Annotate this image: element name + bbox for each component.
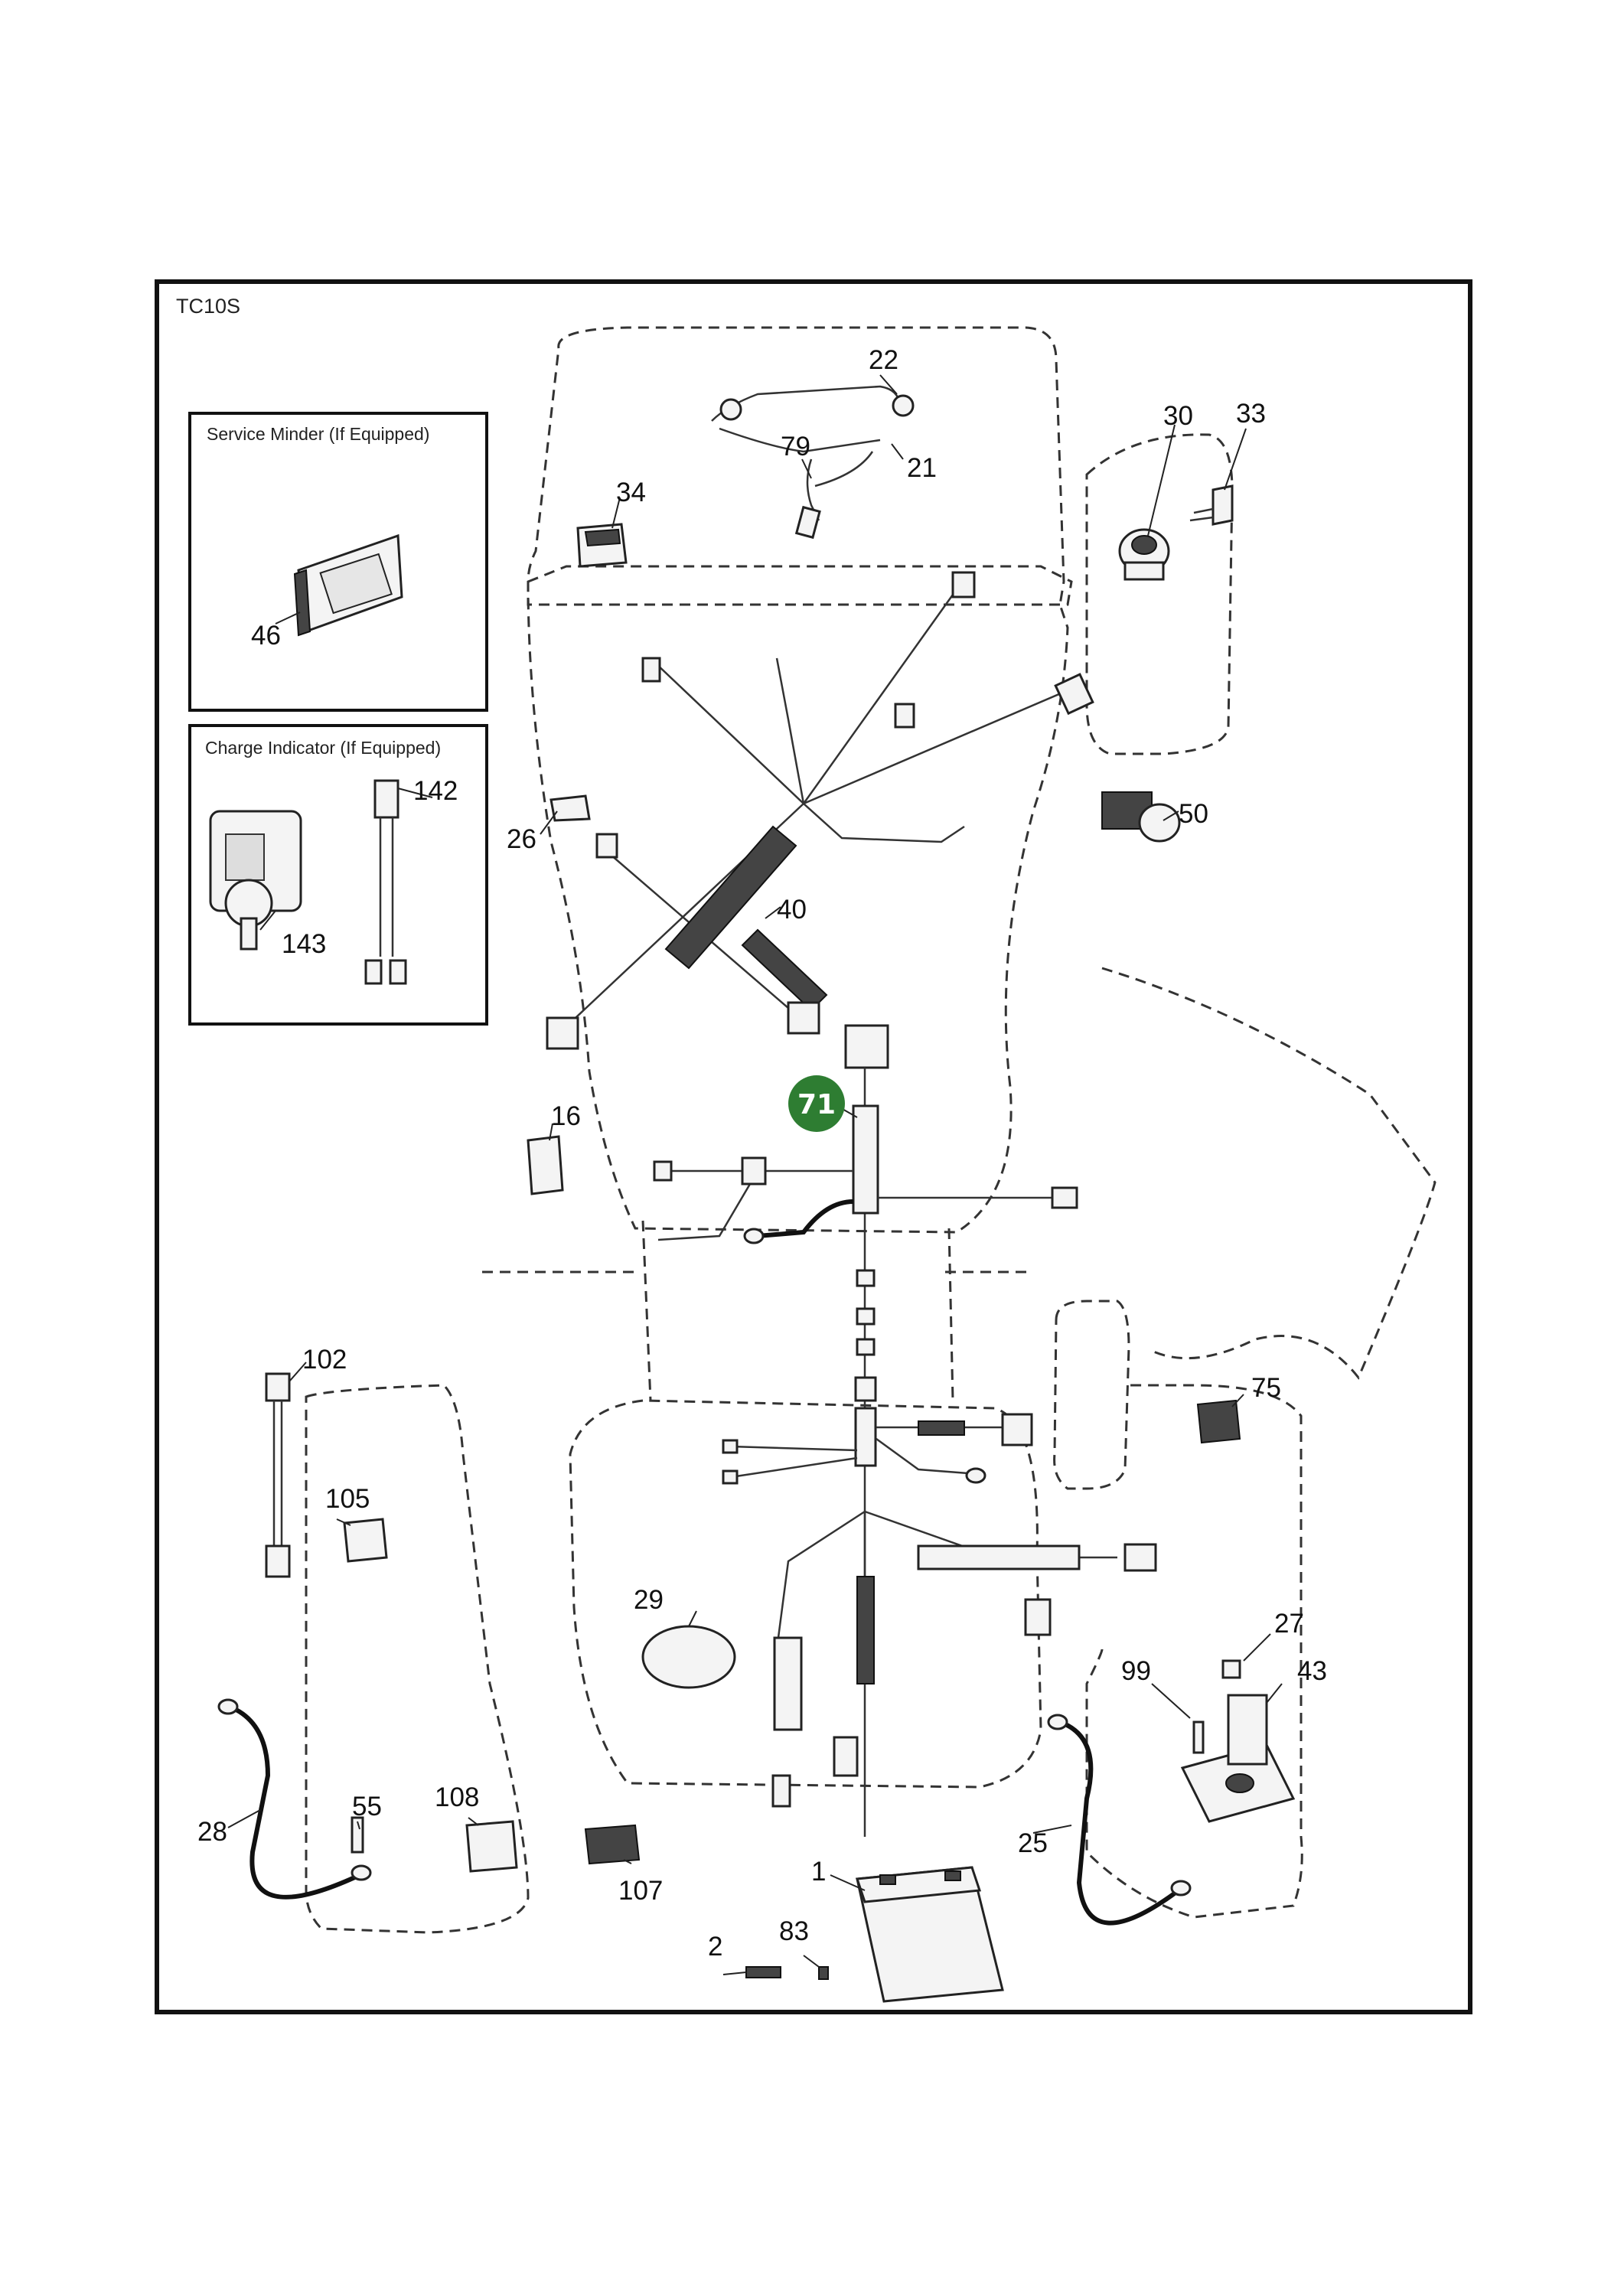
part-25-cable — [1058, 1720, 1180, 1926]
callout-27: 27 — [1274, 1609, 1304, 1639]
part-26-bracket — [549, 794, 591, 822]
part-55-bolt — [351, 1816, 364, 1854]
callout-99: 99 — [1121, 1656, 1151, 1686]
callout-30: 30 — [1163, 401, 1193, 431]
dash-panel-outline — [527, 565, 1073, 606]
callout-26: 26 — [507, 824, 536, 854]
callout-25: 25 — [1018, 1828, 1048, 1858]
inset-service-minder — [188, 412, 488, 712]
headlight-harness — [711, 385, 915, 540]
callout-107: 107 — [618, 1876, 663, 1906]
callout-2: 2 — [708, 1932, 722, 1962]
callout-83: 83 — [779, 1916, 809, 1946]
callout-34: 34 — [616, 478, 646, 507]
part-99-bolt — [1192, 1720, 1205, 1754]
diagram-frame — [155, 279, 1472, 2014]
seat-switch-outline — [1053, 1300, 1130, 1490]
callout-33: 33 — [1236, 399, 1266, 429]
callout-1: 1 — [811, 1857, 826, 1887]
leader-lines — [227, 374, 1283, 1975]
inset-charge-indicator — [188, 724, 488, 1026]
inset-title-service-minder: Service Minder (If Equipped) — [207, 424, 429, 444]
part-16-relay — [527, 1135, 564, 1195]
inset-title-charge-indicator: Charge Indicator (If Equipped) — [205, 738, 441, 758]
fender-outline-right — [1101, 967, 1436, 1380]
part-33-relay — [1189, 484, 1234, 526]
part-34-switch — [576, 523, 628, 568]
part-83-nut — [818, 1966, 829, 1980]
callout-143: 143 — [282, 929, 326, 959]
part-43-starter-solenoid — [1180, 1694, 1296, 1823]
callout-71: 71 — [797, 1089, 836, 1120]
callout-40: 40 — [777, 895, 807, 925]
callout-75: 75 — [1251, 1373, 1281, 1403]
callout-142: 142 — [413, 776, 458, 806]
callout-22: 22 — [869, 345, 898, 375]
part-1-battery — [855, 1866, 1004, 2003]
part-108-solenoid — [465, 1820, 518, 1873]
main-harness — [653, 1024, 1157, 1837]
service-minder-part — [293, 533, 403, 637]
callout-105: 105 — [325, 1484, 370, 1514]
callout-29: 29 — [634, 1585, 664, 1615]
part-107-module — [584, 1824, 641, 1865]
charge-indicator-harness — [364, 779, 407, 985]
part-75-switch — [1196, 1399, 1241, 1444]
part-2-bolt — [745, 1966, 781, 1978]
right-inset-outline — [1085, 433, 1234, 755]
part-30-ignition — [1118, 528, 1170, 581]
hood-outline — [527, 326, 1069, 1234]
callout-28: 28 — [197, 1817, 227, 1847]
part-105-solenoid — [343, 1518, 388, 1563]
front-harness — [546, 571, 1094, 1050]
callout-43: 43 — [1297, 1656, 1327, 1686]
rear-right-outline — [1085, 1384, 1303, 1919]
callout-46: 46 — [251, 621, 281, 651]
callout-55: 55 — [352, 1792, 382, 1821]
charge-indicator-part — [209, 810, 302, 951]
highlighted-callout-71[interactable]: 71 — [788, 1075, 845, 1132]
mid-frame-outline — [641, 1220, 954, 1401]
part-50-pto-switch — [1101, 791, 1181, 843]
part-29-alarm — [641, 1625, 736, 1689]
callout-102: 102 — [302, 1345, 347, 1375]
callout-79: 79 — [781, 432, 810, 461]
part-27-nut — [1221, 1659, 1241, 1679]
callout-16: 16 — [551, 1101, 581, 1131]
part-102-cable — [265, 1372, 291, 1578]
callout-21: 21 — [907, 453, 937, 483]
callout-108: 108 — [435, 1782, 479, 1812]
model-label: TC10S — [176, 295, 241, 318]
callout-50: 50 — [1179, 799, 1208, 829]
part-28-cable — [228, 1704, 361, 1900]
